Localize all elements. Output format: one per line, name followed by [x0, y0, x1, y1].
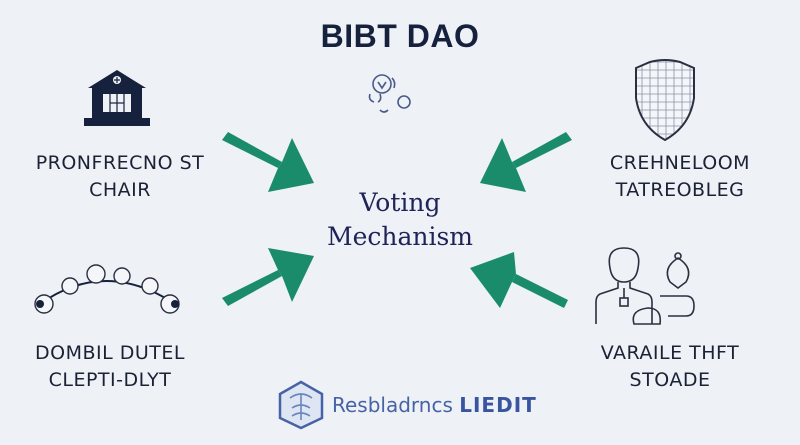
node-label-line: CREHNELOOM [609, 152, 751, 174]
bank-building-icon [84, 70, 150, 126]
node-label-line: PRONFRECNO ST [35, 152, 205, 174]
node-label-line: VARAILE THFT [600, 342, 740, 364]
footer-text: Resbladrncs LIEDIT [332, 393, 537, 417]
person-service-icon [595, 247, 695, 325]
hexagon-logo-icon [278, 380, 324, 430]
center-line-2: Mechanism [326, 222, 474, 251]
shield-icon [635, 59, 695, 142]
node-label-bottom-right: VARAILE THFT STOADE [560, 340, 780, 394]
node-label-top-right: CREHNELOOM TATREOBLEG [570, 150, 790, 204]
node-label-line: CHAIR [89, 179, 151, 201]
footer-brand-suffix: LIEDIT [459, 393, 537, 417]
network-arc-icon [34, 264, 180, 314]
node-label-line: STOADE [629, 369, 711, 391]
people-cycle-icon [368, 74, 411, 113]
node-label-line: DOMBIL DUTEL [35, 342, 185, 364]
center-line-1: Voting [359, 188, 441, 217]
footer-brand-name: Resbladrncs [332, 393, 453, 417]
arrow-top-left [222, 132, 314, 192]
node-label-top-left: PRONFRECNO ST CHAIR [10, 150, 230, 204]
arrow-bottom-left [222, 248, 314, 306]
node-label-line: TATREOBLEG [615, 179, 745, 201]
arrow-bottom-right [470, 252, 568, 308]
node-label-line: CLEPTI-DLYT [48, 369, 172, 391]
arrow-top-right [480, 132, 572, 192]
central-concept: Voting Mechanism [300, 186, 500, 254]
node-label-bottom-left: DOMBIL DUTEL CLEPTI-DLYT [10, 340, 210, 394]
diagram-title: BIBT DAO [320, 18, 480, 54]
